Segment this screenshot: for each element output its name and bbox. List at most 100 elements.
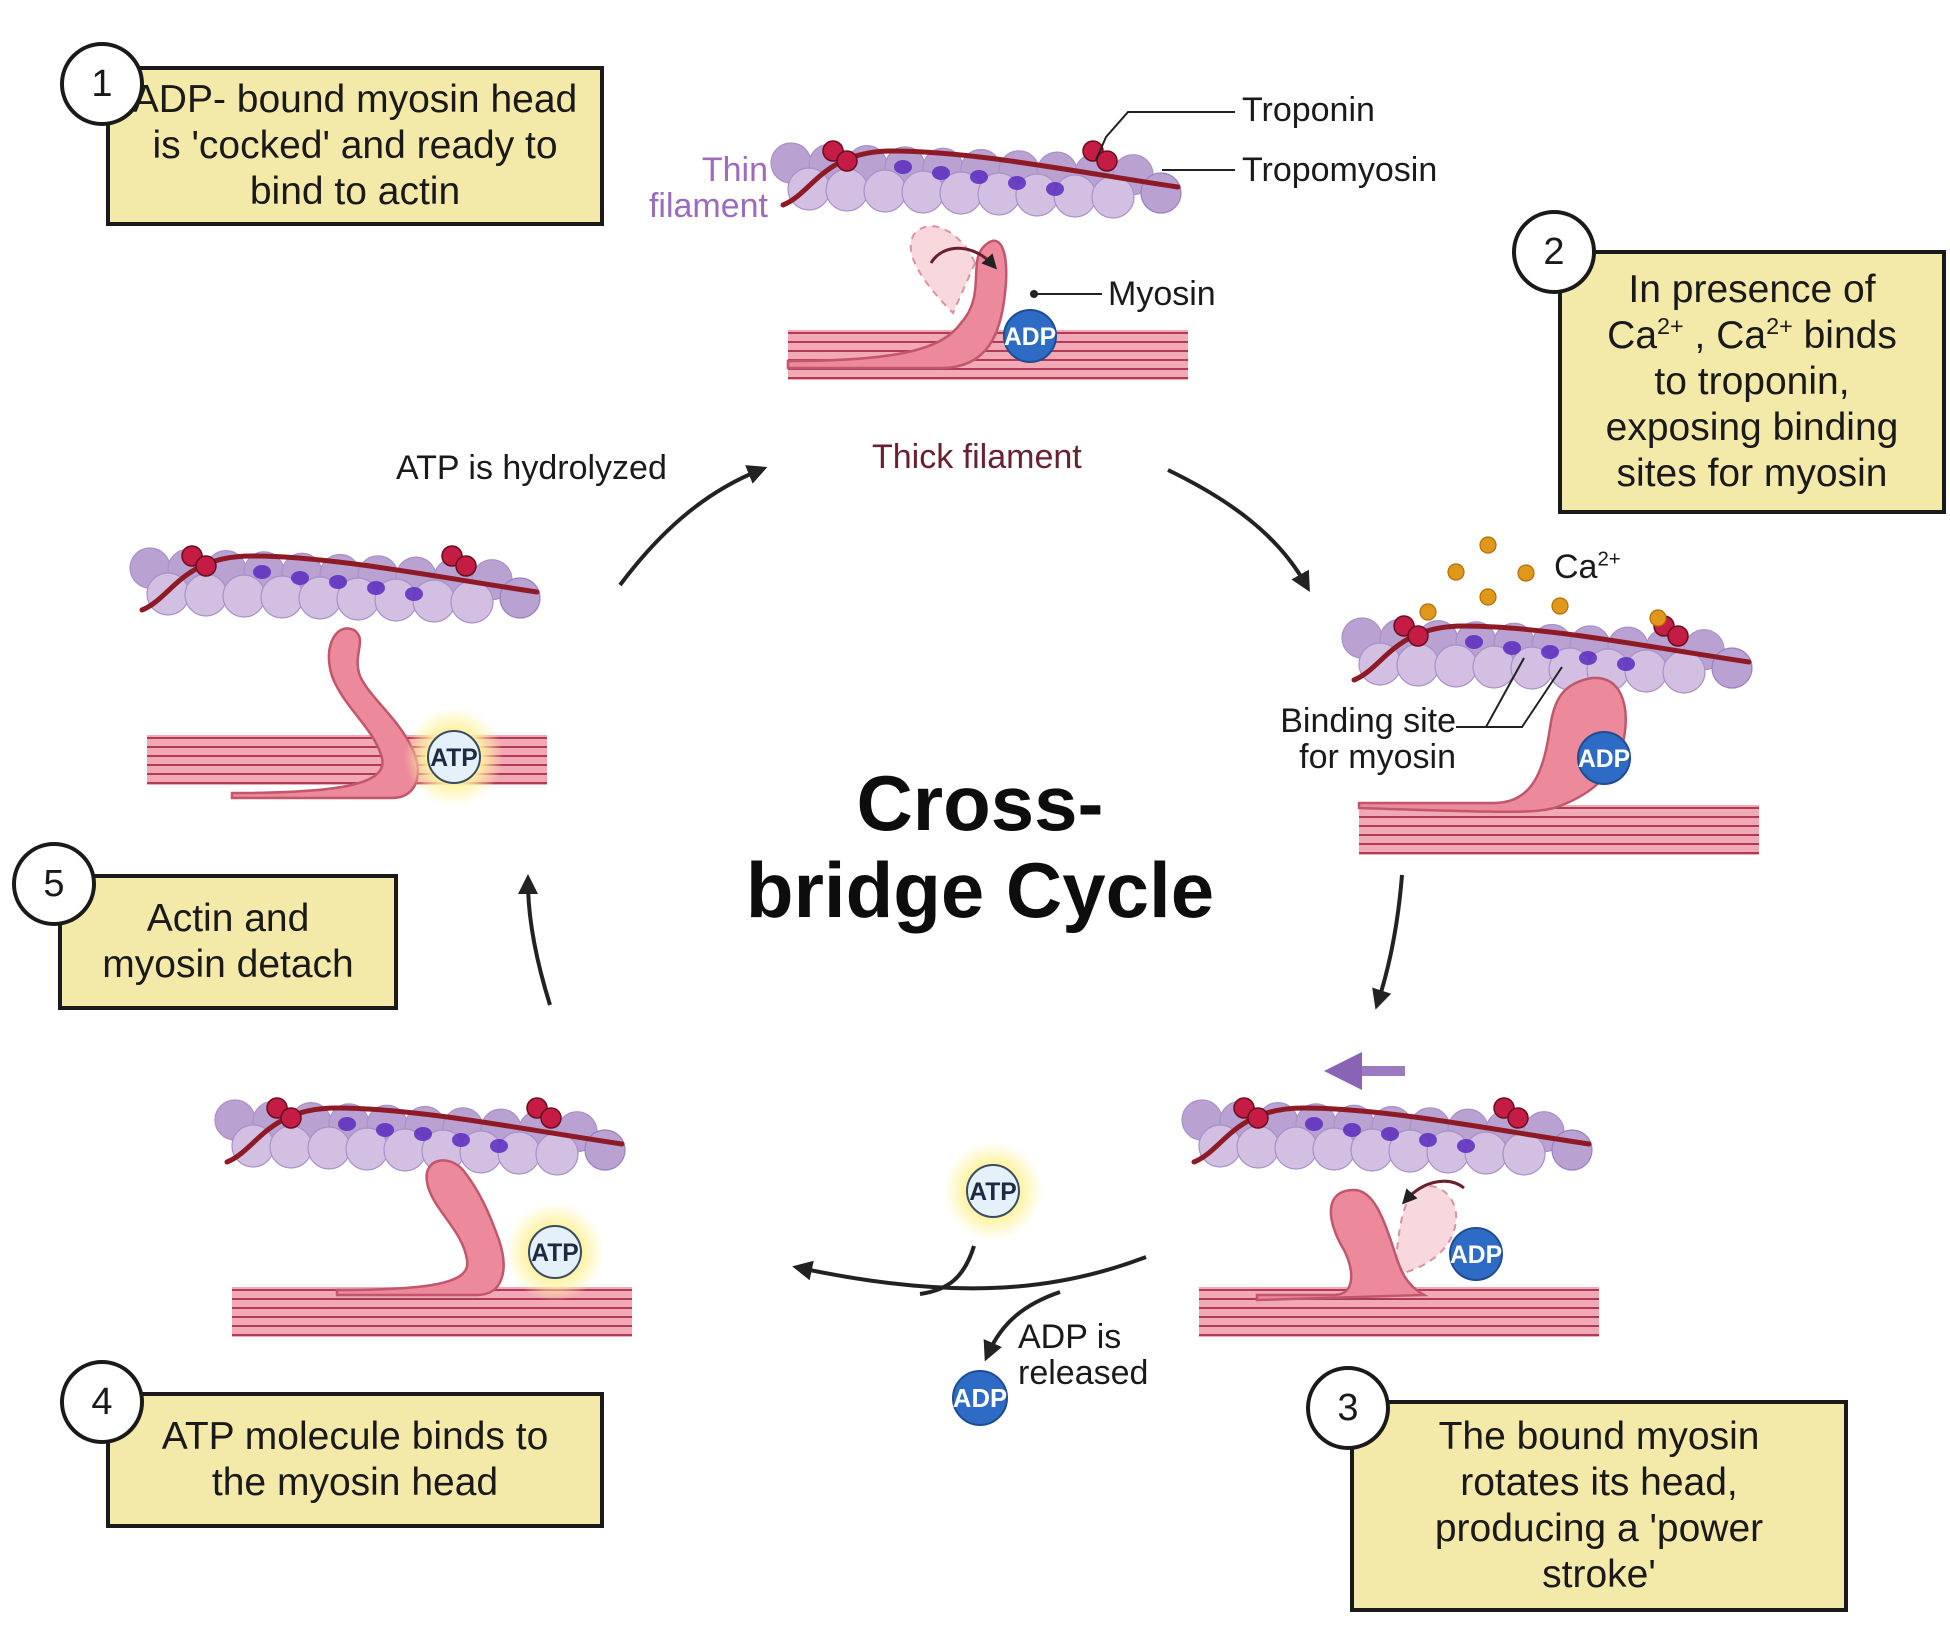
step-1-text: ADP- bound myosin head is 'cocked' and r… bbox=[132, 77, 578, 214]
myosin-head-previous-position bbox=[1392, 1185, 1458, 1277]
binding-site bbox=[932, 166, 950, 180]
step-3-box: The bound myosin rotates its head, produ… bbox=[1350, 1400, 1848, 1612]
myosin-leader-dot bbox=[1030, 290, 1038, 298]
adp-molecule: ADP bbox=[1003, 309, 1057, 363]
actin-bead bbox=[1053, 174, 1097, 218]
adp-text: ADP bbox=[1004, 324, 1056, 351]
adp-text: ADP bbox=[1578, 746, 1630, 773]
binding-site bbox=[894, 160, 912, 174]
binding-sites bbox=[1465, 635, 1635, 671]
binding-sites bbox=[1305, 1117, 1475, 1153]
myosin-head bbox=[786, 239, 1008, 370]
adp-text: ADP bbox=[1450, 1242, 1502, 1269]
calcium-ion bbox=[1479, 536, 1497, 554]
actin-bead bbox=[1091, 175, 1135, 219]
troponin-subunit bbox=[1247, 1107, 1269, 1129]
troponin-subunit bbox=[1407, 625, 1429, 647]
step-4-number: 4 bbox=[60, 1360, 144, 1444]
tropomyosin-strand bbox=[1351, 623, 1752, 683]
adp-release-arrow bbox=[983, 1290, 1061, 1362]
step-1-number: 1 bbox=[60, 42, 144, 126]
binding-site bbox=[1465, 635, 1483, 649]
atp-circle bbox=[528, 1225, 582, 1279]
troponin-label: Troponin bbox=[1242, 91, 1375, 129]
panel-step-4: ATP bbox=[214, 1097, 632, 1337]
troponin-complex bbox=[441, 545, 477, 577]
arrow-step4-to-step5 bbox=[518, 874, 552, 1006]
actin-bead bbox=[269, 1125, 313, 1169]
binding-site bbox=[414, 1127, 432, 1141]
actin-bead bbox=[535, 1132, 579, 1176]
adp-released-label: ADP is released bbox=[1018, 1318, 1149, 1392]
actin-front-row bbox=[1198, 1124, 1546, 1176]
arrow-step2-to-step3 bbox=[1372, 874, 1404, 1010]
binding-site bbox=[1305, 1117, 1323, 1131]
step-2-text: In presence of Ca2+ , Ca2+ binds to trop… bbox=[1605, 267, 1899, 496]
actin-bead bbox=[1274, 1126, 1318, 1170]
binding-site bbox=[1617, 657, 1635, 671]
actin-end-bead bbox=[1711, 647, 1753, 689]
tropomyosin-strand bbox=[1191, 1105, 1592, 1165]
panel-step-5: ATP bbox=[129, 545, 547, 807]
atp-text: ATP bbox=[969, 1179, 1017, 1206]
step-5-box: Actin and myosin detach bbox=[58, 874, 398, 1010]
binding-site bbox=[329, 575, 347, 589]
myosin-head bbox=[335, 1159, 505, 1297]
atp-molecule: ATP bbox=[943, 1141, 1043, 1241]
rotation-arrow bbox=[929, 246, 998, 270]
binding-site bbox=[338, 1117, 356, 1131]
adp-text: ADP bbox=[953, 1385, 1007, 1413]
actin-bead bbox=[1236, 1125, 1280, 1169]
actin-end-bead bbox=[1551, 1129, 1593, 1171]
actin-bead bbox=[307, 1126, 351, 1170]
troponin-subunit bbox=[1096, 150, 1118, 172]
calcium-ion bbox=[1479, 588, 1497, 606]
actin-bead bbox=[497, 1131, 541, 1175]
binding-site bbox=[1503, 641, 1521, 655]
arrow-step3-to-step4 bbox=[792, 1255, 1147, 1291]
binding-site bbox=[1008, 176, 1026, 190]
arrow-step1-to-step2 bbox=[1167, 468, 1310, 592]
binding-sites bbox=[253, 565, 423, 601]
step-4-text: ATP molecule binds to the myosin head bbox=[161, 1414, 549, 1504]
adp-molecule: ADP bbox=[1577, 731, 1631, 785]
adp-circle bbox=[1449, 1227, 1503, 1281]
tropomyosin-strand bbox=[139, 553, 540, 613]
thick-filament-label: Thick filament bbox=[872, 438, 1082, 476]
tropomyosin-label: Tropomyosin bbox=[1242, 151, 1438, 189]
atp-molecule: ATP bbox=[505, 1202, 605, 1302]
tropomyosin-strand bbox=[780, 148, 1181, 208]
adp-circle bbox=[952, 1370, 1008, 1426]
troponin-complex bbox=[526, 1097, 562, 1129]
binding-site bbox=[405, 587, 423, 601]
adp-molecule: ADP bbox=[952, 1370, 1008, 1426]
troponin-subunit bbox=[195, 555, 217, 577]
troponin-subunit bbox=[540, 1107, 562, 1129]
actin-bead bbox=[1502, 1132, 1546, 1176]
binding-site-label: Binding site for myosin bbox=[1280, 702, 1456, 776]
diagram-title: Cross- bridge Cycle bbox=[700, 759, 1260, 935]
binding-site bbox=[1419, 1133, 1437, 1147]
binding-site bbox=[367, 581, 385, 595]
actin-bead bbox=[450, 580, 494, 624]
rotation-arrow bbox=[1401, 1179, 1465, 1205]
atp-text: ATP bbox=[430, 745, 478, 772]
actin-bead bbox=[1624, 649, 1668, 693]
troponin-complex bbox=[1393, 615, 1429, 647]
panel-step-1: ADP bbox=[770, 140, 1188, 380]
myosin-head-previous-position bbox=[909, 225, 977, 315]
calcium-ion bbox=[1517, 564, 1535, 582]
myosin-head bbox=[1357, 676, 1627, 813]
myosin-label: Myosin bbox=[1108, 275, 1216, 313]
atp-circle bbox=[966, 1164, 1020, 1218]
binding-site bbox=[1457, 1139, 1475, 1153]
binding-site bbox=[452, 1133, 470, 1147]
troponin-complex bbox=[266, 1097, 302, 1129]
tropomyosin-strand bbox=[224, 1105, 625, 1165]
atp-entry-arrow bbox=[919, 1245, 976, 1296]
actin-bead bbox=[1464, 1131, 1508, 1175]
actin-bead bbox=[412, 579, 456, 623]
binding-site bbox=[291, 571, 309, 585]
step-3-number: 3 bbox=[1306, 1366, 1390, 1450]
